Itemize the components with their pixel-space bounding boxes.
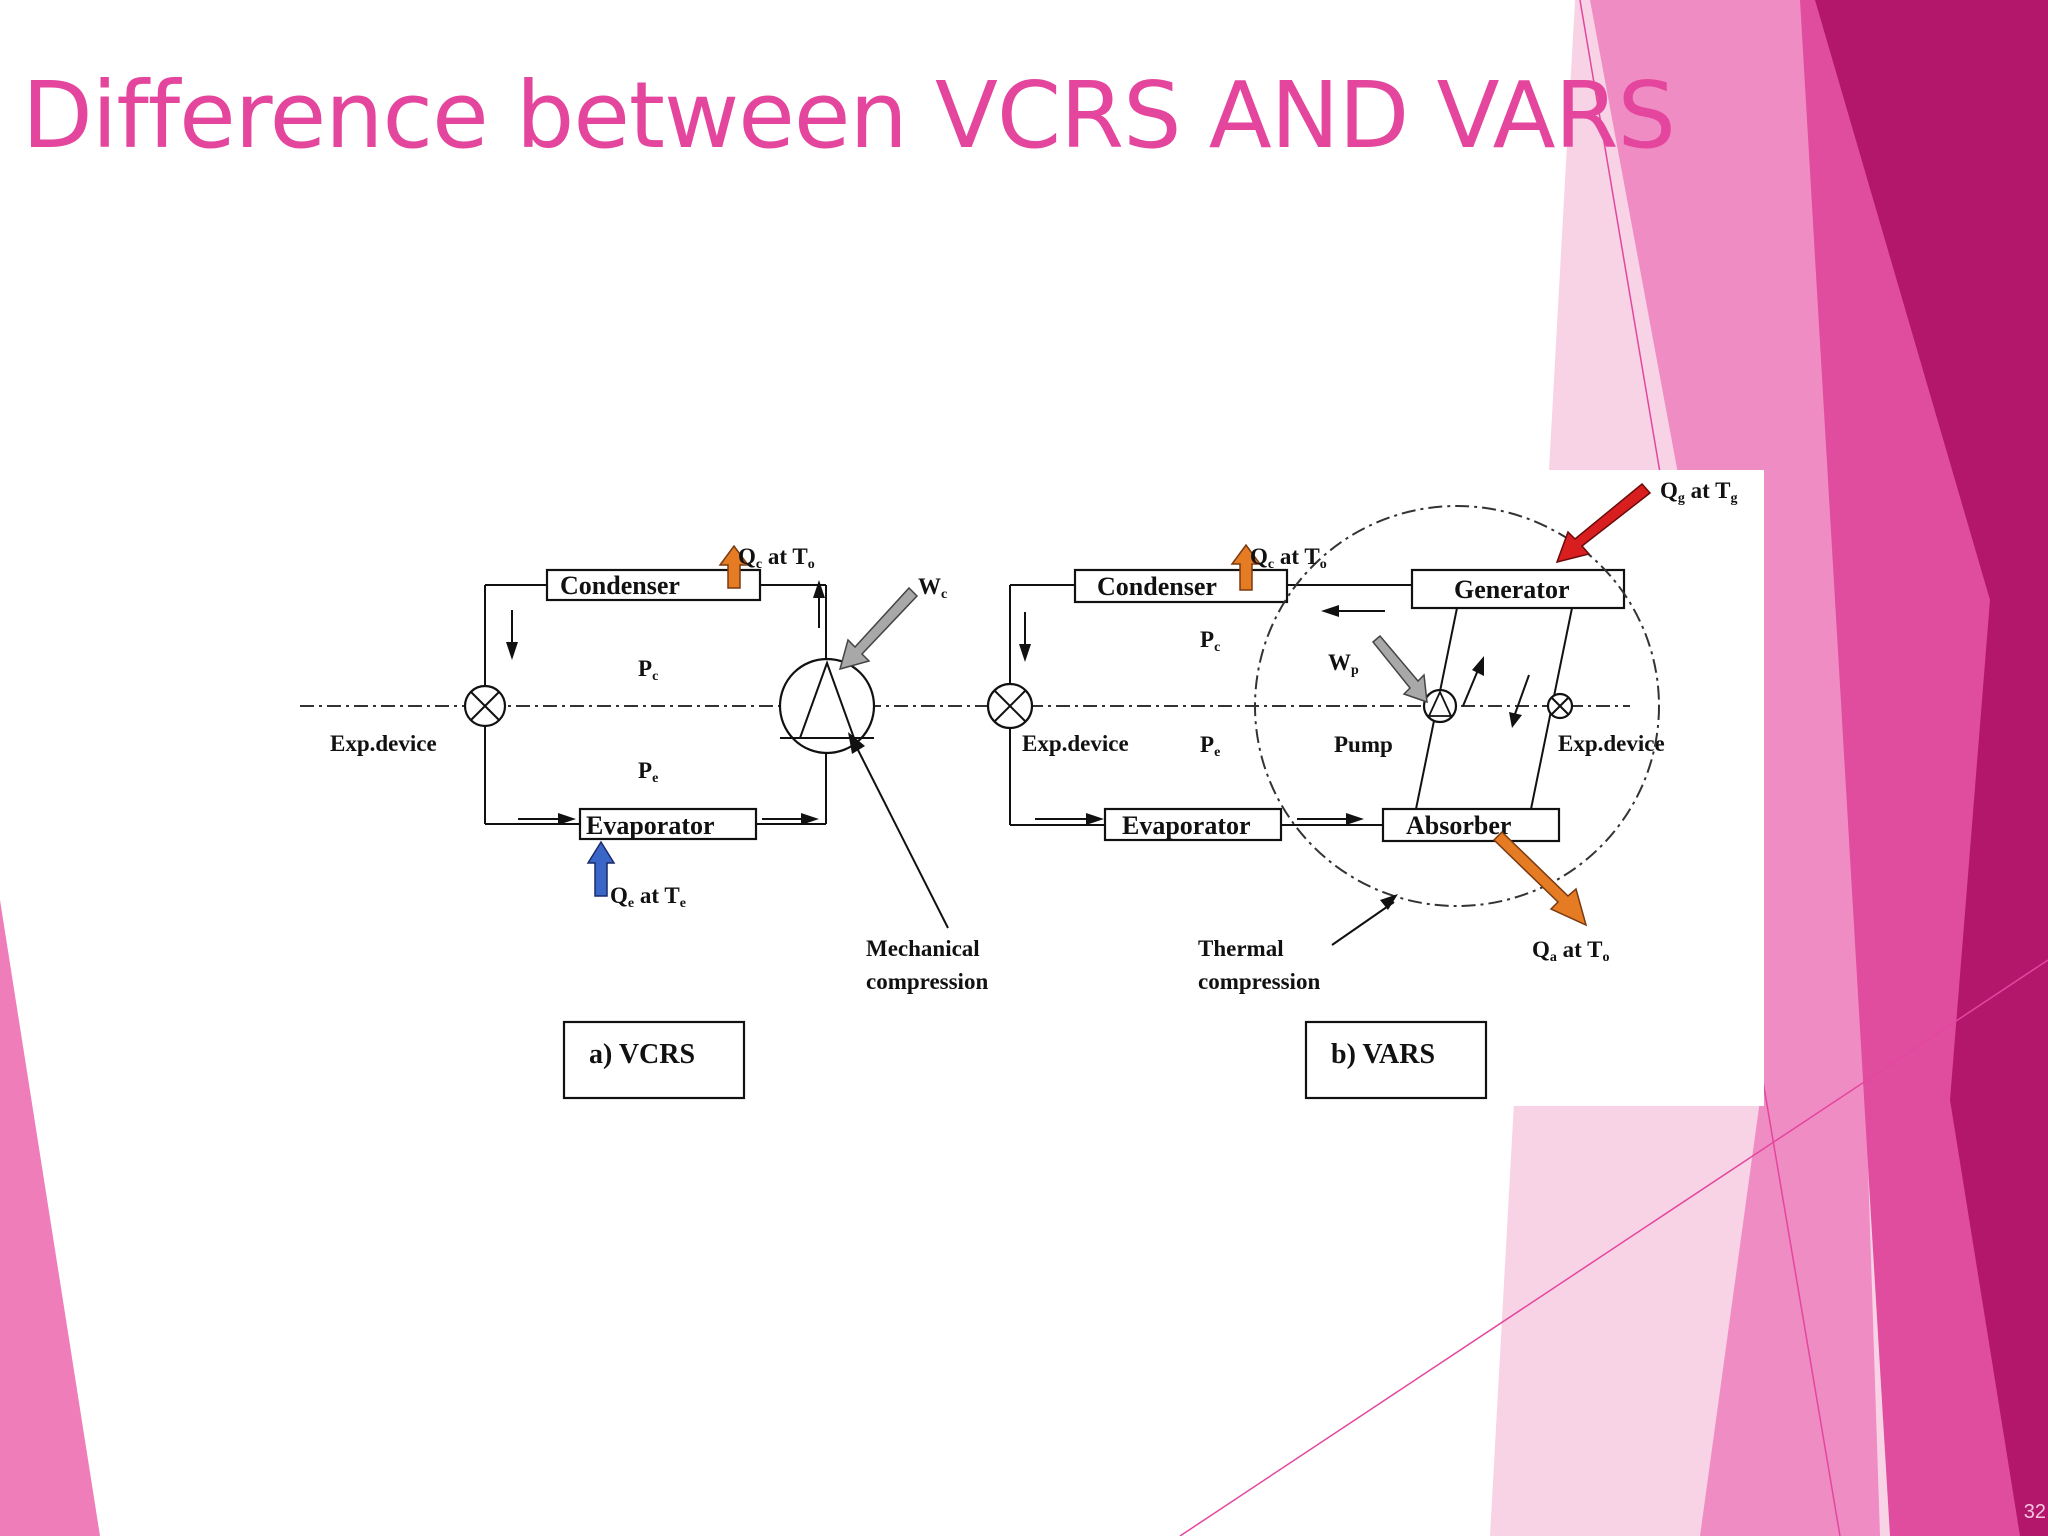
slide-title: Difference between VCRS AND VARS	[22, 62, 1676, 169]
absorber-label: Absorber	[1406, 811, 1511, 840]
vars-heat-out-arrow	[1230, 543, 1262, 591]
vars-diagram: Condenser Generator Evaporator Absorber …	[986, 478, 1737, 1100]
generator-label: Generator	[1454, 575, 1570, 604]
thermal-compression-label-1: Thermal	[1198, 936, 1284, 961]
thermal-compression-pointer	[1331, 894, 1398, 946]
thermal-compression-boundary	[1254, 505, 1660, 907]
vars-qc-label: Qc at To	[1250, 544, 1327, 572]
wp-label: Wp	[1328, 650, 1359, 678]
vcrs-condenser-label: Condenser	[560, 571, 680, 600]
vars-pc-label: Pc	[1200, 627, 1220, 655]
thermal-compression-label-2: compression	[1198, 969, 1320, 994]
vcrs-qc-label: Qc at To	[738, 544, 815, 572]
vcrs-heat-out-arrow	[718, 544, 750, 589]
vars-evaporator-label: Evaporator	[1122, 811, 1251, 840]
vars-evaporator-box	[1103, 807, 1283, 842]
generator-heat-in-arrow	[1555, 482, 1652, 564]
vcrs-caption-box	[562, 1020, 746, 1100]
generator-box	[1410, 568, 1626, 610]
vars-caption-box	[1304, 1020, 1488, 1100]
vars-expansion-valve-icon	[986, 682, 1034, 730]
qg-label: Qg at Tg	[1660, 478, 1737, 506]
pump-label: Pump	[1334, 732, 1393, 757]
vcrs-condenser-box	[545, 568, 762, 602]
pump-work-in-arrow	[1371, 634, 1428, 704]
vcrs-evaporator-box	[578, 807, 758, 841]
vcrs-expansion-valve-icon	[463, 684, 507, 728]
right-band-dark	[1815, 0, 2048, 1536]
vcrs-flow-arrows	[506, 580, 825, 825]
compressor-icon	[778, 657, 876, 755]
vcrs-evaporator-label: Evaporator	[586, 811, 715, 840]
vcrs-pe-label: Pe	[638, 758, 658, 786]
vars-pe-label: Pe	[1200, 732, 1220, 760]
vars-caption: b) VARS	[1331, 1039, 1435, 1070]
vars-exp-device-right-label: Exp.device	[1558, 731, 1665, 756]
slide-number: 32	[2023, 1501, 2046, 1523]
vars-condenser-label: Condenser	[1097, 572, 1217, 601]
vcrs-wc-label: Wc	[918, 574, 947, 602]
qa-label: Qa at To	[1532, 937, 1609, 965]
vcrs-qe-label: Qe at Te	[610, 883, 686, 911]
vcrs-diagram: Condenser Evaporator Exp.device	[330, 544, 988, 1100]
vcrs-heat-in-arrow	[586, 840, 616, 897]
vcrs-caption: a) VCRS	[589, 1039, 695, 1070]
left-band	[0, 900, 100, 1536]
absorber-box	[1381, 807, 1561, 843]
vcrs-work-in-arrow	[838, 586, 919, 671]
thin-line-a	[1179, 959, 2048, 1536]
mechanical-compression-label-1: Mechanical	[866, 936, 980, 961]
mechanical-compression-label-2: compression	[866, 969, 988, 994]
vcrs-pc-label: Pc	[638, 656, 658, 684]
vars-flow-arrows	[1019, 605, 1530, 825]
vars-expansion-valve-right-icon	[1546, 692, 1574, 720]
absorber-heat-out-arrow	[1492, 830, 1588, 927]
vcrs-vars-diagram: Condenser Evaporator Exp.device	[300, 470, 1764, 1106]
pump-icon	[1422, 688, 1458, 724]
vcrs-exp-device-label: Exp.device	[330, 731, 437, 756]
diagram-panel	[300, 470, 1764, 1106]
mechanical-compression-pointer	[848, 732, 949, 929]
vars-exp-device-left-label: Exp.device	[1022, 731, 1129, 756]
